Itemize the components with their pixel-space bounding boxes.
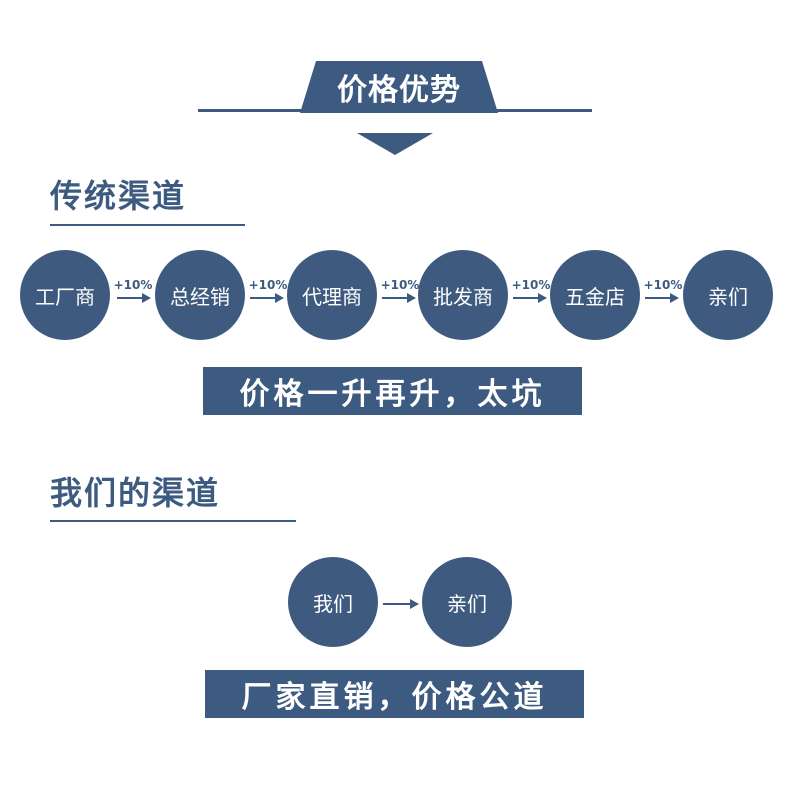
header-title-tab: 价格优势 xyxy=(300,61,498,113)
traditional-markup-3: +10% xyxy=(511,278,551,292)
header-line-right xyxy=(492,109,592,112)
our-banner: 厂家直销，价格公道 xyxy=(205,670,584,718)
traditional-markup-0: +10% xyxy=(113,278,153,292)
traditional-markup-1: +10% xyxy=(248,278,288,292)
traditional-arrow-1-icon xyxy=(250,291,284,305)
traditional-title-underline xyxy=(50,224,245,226)
traditional-markup-4: +10% xyxy=(643,278,683,292)
traditional-node-0: 工厂商 xyxy=(20,250,110,340)
traditional-node-5: 亲们 xyxy=(683,250,773,340)
our-node-1: 亲们 xyxy=(422,557,512,647)
our-arrow-icon xyxy=(383,597,419,611)
traditional-node-4: 五金店 xyxy=(550,250,640,340)
traditional-node-1: 总经销 xyxy=(155,250,245,340)
our-section-title: 我们的渠道 xyxy=(50,474,221,512)
our-title-underline xyxy=(50,520,296,522)
traditional-arrow-3-icon xyxy=(513,291,547,305)
traditional-banner: 价格一升再升，太坑 xyxy=(203,367,582,415)
header-title: 价格优势 xyxy=(337,73,461,108)
traditional-section-title: 传统渠道 xyxy=(50,177,187,215)
traditional-markup-2: +10% xyxy=(380,278,420,292)
traditional-arrow-0-icon xyxy=(117,291,151,305)
header-down-arrow-icon xyxy=(357,133,433,155)
traditional-node-2: 代理商 xyxy=(287,250,377,340)
traditional-node-3: 批发商 xyxy=(418,250,508,340)
header-line-left xyxy=(198,109,306,112)
traditional-arrow-2-icon xyxy=(382,291,416,305)
traditional-arrow-4-icon xyxy=(645,291,679,305)
our-node-0: 我们 xyxy=(288,557,378,647)
